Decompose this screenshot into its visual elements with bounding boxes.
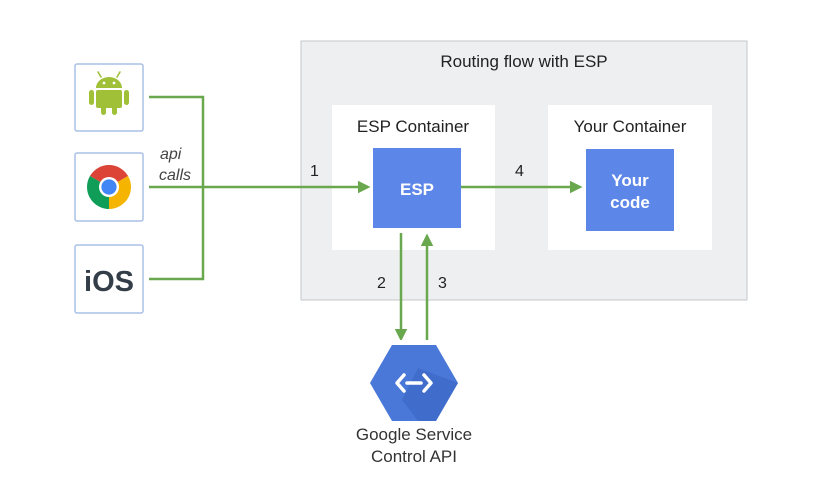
- panel-title: Routing flow with ESP: [440, 52, 607, 71]
- service-control-label-line2: Control API: [371, 447, 457, 466]
- esp-container-title: ESP Container: [357, 117, 469, 136]
- ios-client: iOS: [74, 244, 144, 314]
- esp-box-label: ESP: [400, 180, 434, 199]
- your-container-title: Your Container: [574, 117, 687, 136]
- your-code-label-line1: Your: [611, 171, 649, 190]
- android-client: [74, 63, 144, 132]
- chrome-logo-icon: [87, 165, 131, 209]
- client-connectors: [149, 95, 205, 281]
- api-calls-label-line2: calls: [159, 167, 191, 184]
- chrome-client: [74, 152, 144, 222]
- api-calls-label-line1: api: [160, 146, 182, 163]
- your-code-box: [586, 149, 674, 231]
- step-2-label: 2: [377, 275, 386, 292]
- step-4-label: 4: [515, 163, 524, 180]
- service-control-api-icon: [370, 340, 458, 426]
- service-control-label-line1: Google Service: [356, 425, 472, 444]
- esp-box: [373, 148, 461, 228]
- step-3-label: 3: [438, 275, 447, 292]
- step-1-label: 1: [310, 163, 319, 180]
- ios-label: iOS: [84, 266, 134, 298]
- your-code-label-line2: code: [610, 193, 650, 212]
- android-robot-icon: [89, 71, 129, 115]
